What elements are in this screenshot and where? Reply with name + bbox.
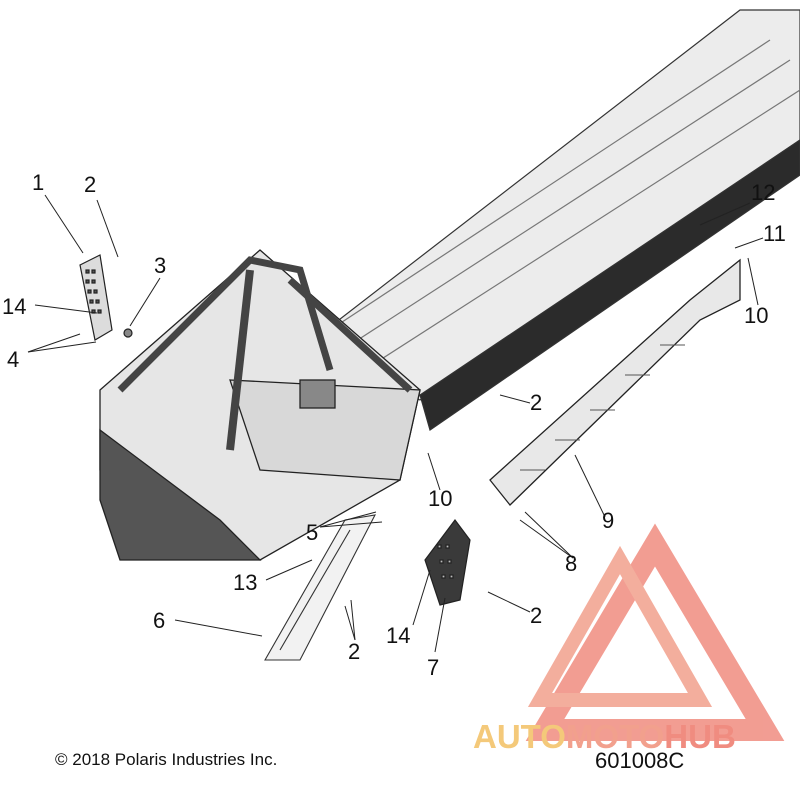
copyright-text: © 2018 Polaris Industries Inc.: [55, 750, 278, 769]
callout-2: 2: [348, 639, 361, 664]
callout-13: 13: [233, 570, 258, 595]
left-vent-shield: [79, 254, 133, 341]
callout-11: 11: [763, 221, 786, 246]
lower-shield: [264, 514, 376, 661]
right-vent-shield: [424, 519, 471, 606]
front-bulkhead-frame: [99, 249, 421, 561]
watermark-auto: AUTO: [473, 718, 566, 755]
part-code: 601008C: [595, 748, 685, 773]
callout-4: 4: [7, 347, 20, 372]
callout-2: 2: [84, 172, 97, 197]
leader-lines: [27, 194, 764, 653]
callout-9: 9: [602, 508, 615, 533]
callout-12: 12: [751, 180, 776, 205]
callout-8: 8: [565, 551, 578, 576]
callout-5: 5: [306, 520, 319, 545]
callout-2: 2: [530, 603, 543, 628]
tunnel-rail-assembly: [298, 9, 800, 431]
callout-10: 10: [428, 486, 453, 511]
callout-10: 10: [744, 303, 769, 328]
callout-1: 1: [32, 170, 45, 195]
callout-7: 7: [427, 655, 440, 680]
watermark-hub: HUB: [664, 718, 736, 755]
watermark-text: AUTOMOTOHUB: [473, 718, 736, 756]
callout-14: 14: [386, 623, 411, 648]
callout-3: 3: [154, 253, 167, 278]
callout-14: 14: [2, 294, 27, 319]
watermark-moto: MOTO: [565, 718, 665, 755]
callout-6: 6: [153, 608, 166, 633]
callout-2: 2: [530, 390, 543, 415]
watermark-logo: [525, 523, 785, 741]
running-board: [489, 258, 741, 506]
